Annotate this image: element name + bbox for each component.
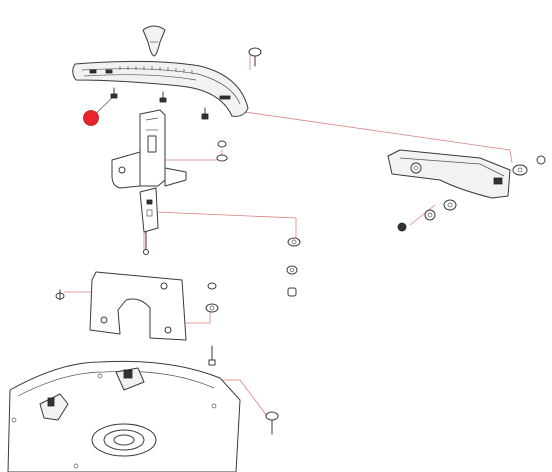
bottom-pin-icon [265,411,279,435]
right-washers [397,199,457,232]
height-scale-bar [72,60,249,117]
vertical-bracket [111,109,187,189]
scale-screws [110,87,209,120]
scale-ticks [119,66,193,74]
washer-stack-1 [216,140,228,162]
pin-icon [248,47,262,67]
screw-icon [110,87,118,99]
hotspot-marker-icon[interactable] [83,97,113,126]
washer-stack-2 [286,237,301,297]
mounting-plate [89,271,187,341]
adjustment-knob [142,25,166,57]
slider-arm [139,187,159,255]
deck-clip-center [115,367,145,391]
deck-motor-mount [91,423,157,457]
screw-icon [201,107,209,120]
deck-bolt-icon [208,345,216,366]
right-linkage-assembly [387,149,546,199]
bolt-icon [55,289,65,301]
screw-icon [159,91,167,103]
washer-stack-3 [205,282,219,313]
mower-deck [7,360,241,472]
deck-clip-left [39,393,69,421]
